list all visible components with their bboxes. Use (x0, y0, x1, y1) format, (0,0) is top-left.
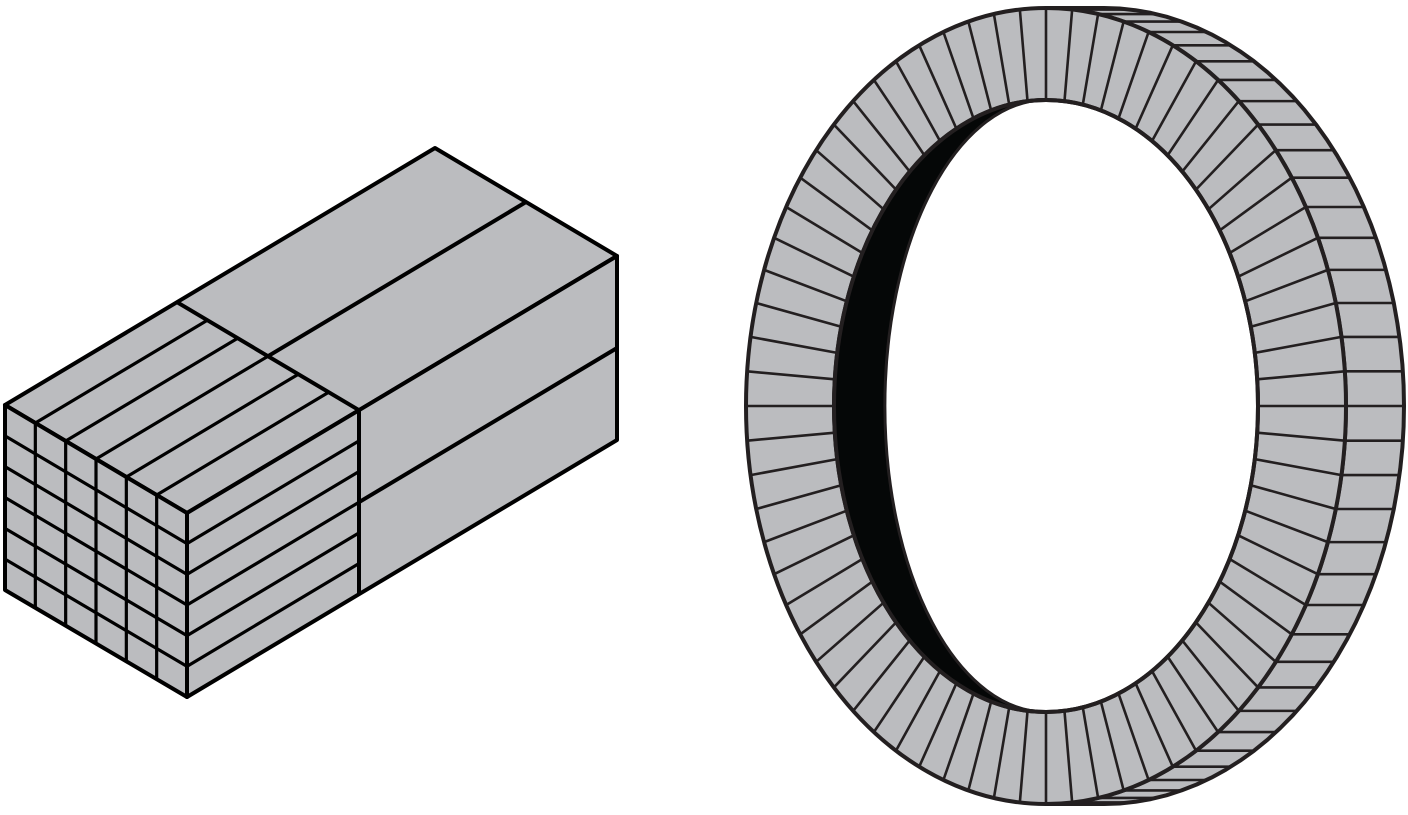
block-top-strip-line (125, 372, 300, 479)
ring-segment-line (773, 236, 855, 278)
ring-segment-line (1018, 9, 1029, 102)
ring-segment-line (992, 13, 1011, 105)
ring-segment-line (942, 31, 975, 119)
block-side-strip-line (186, 562, 360, 668)
ring-segment-line (763, 268, 848, 303)
ring-segment-line (1257, 370, 1345, 381)
block-top-strip-line (95, 354, 269, 461)
ring-segment-line (1207, 149, 1277, 211)
block-side-center-line (357, 346, 619, 504)
ring-segment-line (1166, 655, 1220, 733)
ring-segment-line (1194, 123, 1260, 191)
ring-segment-line (872, 79, 926, 157)
block-front-row-line (4, 496, 188, 607)
block-side-strip-line (186, 531, 360, 638)
ring-segment-line (1250, 483, 1337, 511)
ring-segment-line (747, 431, 835, 442)
ring-segment-line (1099, 21, 1125, 111)
ring-segment-line (832, 123, 898, 191)
ring-inner-edge (832, 98, 1260, 714)
ring-segment-line (1228, 205, 1307, 255)
ring-segment-line (992, 707, 1011, 799)
ring-segment-line (1250, 301, 1337, 329)
block-side-strip-line (186, 500, 360, 607)
ring-segment-line (799, 580, 874, 636)
ring-segment-line (1081, 13, 1100, 105)
block-top-strip-line (64, 336, 239, 443)
ring-segment-line (1181, 100, 1240, 173)
ring-segment-line (1063, 710, 1074, 803)
ring-segment-line (799, 176, 874, 232)
block-top-strip-line (155, 390, 330, 497)
ring-segment-line (1257, 431, 1345, 442)
ring-segment-line (1194, 621, 1260, 689)
ring-segment-line (894, 670, 942, 752)
ring-segment-line (1150, 60, 1198, 142)
block-front-row-line (4, 465, 188, 576)
ring-segment-line (773, 534, 855, 576)
ring-segment-line (1117, 693, 1150, 781)
ring-segment-line (918, 682, 958, 768)
ring-segment-line (1228, 557, 1307, 607)
ring-segment-line (763, 509, 848, 544)
ring-segment-line (967, 21, 993, 111)
block-front-row-line (4, 526, 188, 638)
ring-segment-line (747, 370, 835, 381)
ring-segment-line (1244, 268, 1329, 303)
ring-segment-line (1081, 707, 1100, 799)
ring-segment-line (872, 655, 926, 733)
block-front-row-line (4, 557, 188, 668)
ring-segment-line (894, 60, 942, 142)
ring-segment-line (1181, 639, 1240, 712)
ring-segment-line (785, 205, 864, 255)
ring-segment-line (1063, 9, 1074, 102)
rectangular-block (3, 146, 619, 699)
ring-segment-line (1150, 670, 1198, 752)
ring-segment-line (1237, 236, 1319, 278)
ring-segment-line (1117, 31, 1150, 119)
ring-segment-line (755, 301, 842, 329)
ring-segment-line (967, 701, 993, 791)
block-top-strip-line (34, 318, 209, 425)
ring-segment-line (1018, 710, 1029, 803)
ring-segment-line (750, 457, 838, 477)
ring-segment-line (1134, 682, 1174, 768)
ring-segment-line (1207, 601, 1277, 663)
block-top-center-line (266, 200, 528, 358)
ring-segment-line (755, 483, 842, 511)
ring-segment-line (1244, 509, 1329, 544)
ring-segment-line (785, 557, 864, 607)
ring-segment-line (1254, 457, 1342, 477)
ring-segment-line (852, 639, 911, 712)
ring-segment-line (1218, 580, 1293, 636)
ring-segment-line (1166, 79, 1220, 157)
ring-segment-line (1254, 335, 1342, 355)
annular-ring (743, 6, 1406, 806)
block-front-row-line (4, 434, 188, 546)
ring-segment-line (918, 44, 958, 130)
block-side-strip-line (186, 470, 360, 576)
ring-segment-line (1099, 701, 1125, 791)
ring-segment-line (852, 100, 911, 173)
ring-segment-line (1134, 44, 1174, 130)
ring-segment-line (750, 335, 838, 355)
ring-segment-line (1218, 176, 1293, 232)
block-side-strip-line (186, 439, 360, 546)
ring-segment-line (815, 149, 885, 211)
ring-segment-line (1237, 534, 1319, 576)
ring-segment-line (815, 601, 885, 663)
ring-segment-line (832, 621, 898, 689)
ring-segment-line (942, 693, 975, 781)
